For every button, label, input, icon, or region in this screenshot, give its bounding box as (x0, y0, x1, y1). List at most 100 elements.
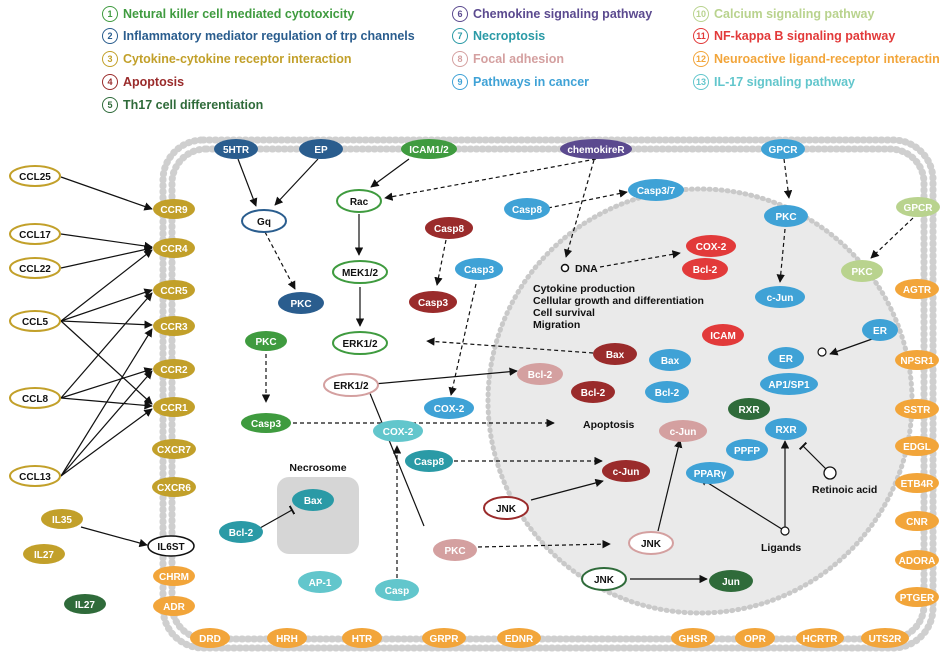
svg-text:CCL8: CCL8 (22, 394, 49, 405)
svg-text:HRH: HRH (276, 634, 298, 645)
svg-text:EDNR: EDNR (505, 634, 534, 645)
node-rxr-blue: RXR (765, 418, 807, 440)
dna-site (560, 263, 570, 273)
node-hcrtr: HCRTR (796, 628, 844, 648)
node-ccl25: CCL25 (9, 165, 61, 187)
svg-text:Casp3: Casp3 (251, 419, 281, 430)
svg-text:c-Jun: c-Jun (670, 427, 697, 438)
er-binding-site (817, 347, 827, 357)
svg-text:IL6ST: IL6ST (157, 542, 184, 553)
svg-text:Bcl-2: Bcl-2 (655, 388, 680, 399)
svg-text:Rac: Rac (350, 197, 369, 208)
edge-chemokine-dna (564, 159, 595, 258)
node-jnk-mid: JNK (628, 531, 674, 555)
svg-text:PPFP: PPFP (734, 446, 760, 457)
node-casp8-blue: Casp8 (504, 198, 550, 220)
svg-text:Bax: Bax (304, 496, 323, 507)
node-casp8-teal: Casp8 (405, 450, 453, 472)
svg-text:Casp3: Casp3 (464, 265, 494, 276)
svg-text:RXR: RXR (738, 405, 760, 416)
edge-gpcr-pkc-right (870, 217, 914, 259)
edge-ccl17-ccr4 (60, 233, 153, 251)
node-chrm: CHRM (153, 566, 195, 586)
node-chemokiner: chemokireR (560, 139, 632, 159)
svg-text:Bcl-2: Bcl-2 (528, 370, 553, 381)
node-adr: ADR (153, 596, 195, 616)
svg-text:Bax: Bax (661, 356, 680, 367)
svg-text:PKC: PKC (775, 212, 796, 223)
edge-casp8-casp3 (434, 239, 447, 286)
edge-jnk-cjun-nuc (657, 439, 683, 532)
svg-text:IL27: IL27 (75, 600, 95, 611)
svg-text:ER: ER (779, 354, 794, 365)
apoptosis-label: Apoptosis (583, 419, 634, 431)
node-grpr: GRPR (422, 628, 466, 648)
svg-text:CHRM: CHRM (159, 572, 189, 583)
node-ccl17: CCL17 (9, 223, 61, 245)
svg-text:COX-2: COX-2 (383, 427, 414, 438)
svg-text:CCL5: CCL5 (22, 317, 49, 328)
svg-text:CCL17: CCL17 (19, 230, 51, 241)
node-hrh: HRH (267, 628, 307, 648)
node-agtr: AGTR (895, 279, 939, 299)
svg-text:JNK: JNK (641, 539, 662, 550)
node-er-out: ER (862, 319, 898, 341)
dashed-edges (261, 158, 914, 578)
node-ccr3: CCR3 (153, 316, 195, 336)
ligands-label: Ligands (761, 542, 801, 554)
node-erk12-green: ERK1/2 (332, 331, 388, 355)
node-ep: EP (299, 139, 343, 159)
svg-text:Bcl-2: Bcl-2 (693, 265, 718, 276)
edge-ccl8-ccr5 (60, 292, 153, 399)
node-bcl2-pink: Bcl-2 (517, 363, 563, 385)
node-mek12: MEK1/2 (332, 260, 388, 284)
process-migration: Migration (533, 319, 580, 331)
edge-erk-bcl2 (373, 367, 518, 385)
node-cjun-dark: c-Jun (602, 460, 650, 482)
node-bax-blue: Bax (649, 349, 691, 371)
svg-text:OPR: OPR (744, 634, 766, 645)
svg-text:CXCR7: CXCR7 (157, 445, 191, 456)
svg-text:ETB4R: ETB4R (901, 479, 935, 490)
node-etb4r: ETB4R (895, 473, 939, 493)
node-gq: Gq (241, 209, 287, 233)
svg-text:AP-1: AP-1 (309, 578, 332, 589)
svg-text:CCL25: CCL25 (19, 172, 51, 183)
node-edgl: EDGL (895, 436, 939, 456)
svg-text:CCR9: CCR9 (160, 205, 188, 216)
edge-chemokine-rac (384, 158, 597, 201)
svg-text:CCR3: CCR3 (160, 322, 188, 333)
svg-text:COX-2: COX-2 (696, 242, 727, 253)
node-erk12-pink: ERK1/2 (323, 373, 379, 397)
node-opr: OPR (735, 628, 775, 648)
node-il6st: IL6ST (147, 535, 195, 557)
svg-text:AGTR: AGTR (903, 285, 932, 296)
svg-text:UTS2R: UTS2R (869, 634, 903, 645)
node-casp3-green: Casp3 (241, 413, 291, 433)
node-pkc-gpcr: PKC (764, 205, 808, 227)
edge-casp3-cox2 (448, 283, 477, 396)
ligands-source (780, 526, 790, 536)
svg-text:Casp8: Casp8 (434, 224, 464, 235)
node-casp-cyan: Casp (375, 579, 419, 601)
node-pkc-pink: PKC (433, 539, 477, 561)
svg-text:Jun: Jun (722, 577, 740, 588)
svg-text:GRPR: GRPR (430, 634, 460, 645)
svg-text:AP1/SP1: AP1/SP1 (768, 380, 810, 391)
node-gpcr-top: GPCR (761, 139, 805, 159)
node-sstr: SSTR (895, 399, 939, 419)
node-ccr5: CCR5 (153, 280, 195, 300)
edge-ccl5-ccr4 (60, 249, 153, 322)
node-jnk-low: JNK (581, 567, 627, 591)
svg-text:CCL22: CCL22 (19, 264, 51, 275)
node-casp3-teal: Casp3 (455, 258, 503, 280)
svg-text:ER: ER (873, 326, 888, 337)
edge-ccl13-ccr1 (60, 408, 153, 477)
node-bax-necro: Bax (292, 489, 334, 511)
node-cox2-teal: COX-2 (424, 397, 474, 419)
